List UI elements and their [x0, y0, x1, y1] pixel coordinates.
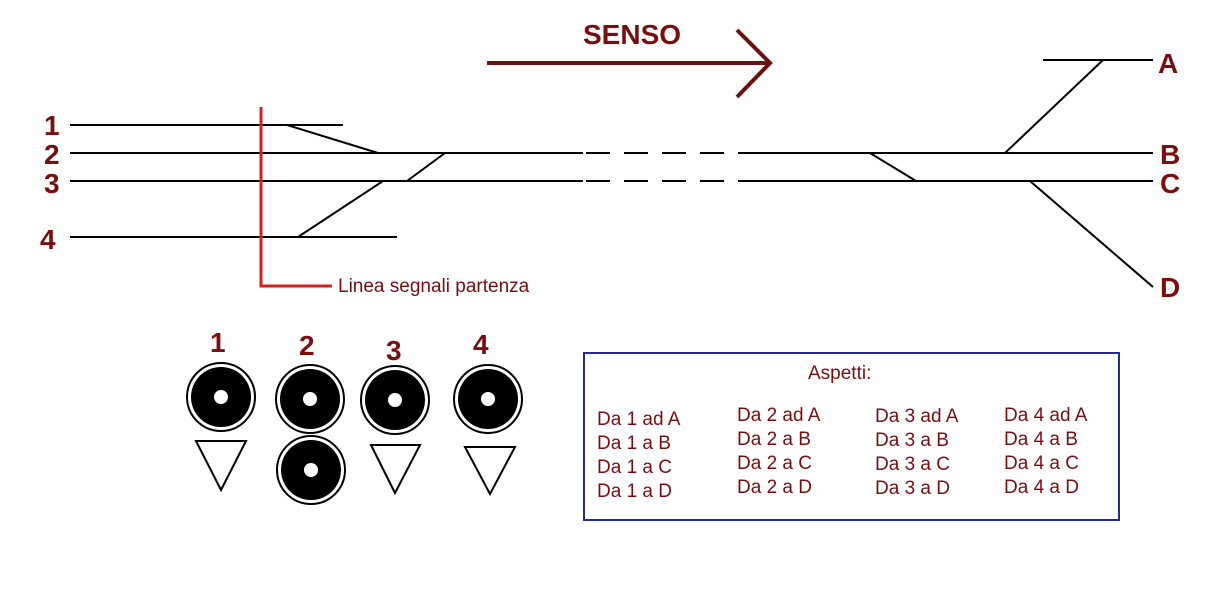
direction-indicator: SENSO — [487, 19, 773, 99]
aspect-item: Da 1 ad A — [597, 409, 681, 430]
track-label-1: 1 — [44, 110, 60, 141]
tracks — [70, 59, 1154, 288]
track-label-d: D — [1160, 272, 1180, 303]
track-label-2: 2 — [44, 139, 60, 170]
aspect-item: Da 2 a B — [737, 429, 811, 450]
track-label-a: A — [1158, 48, 1178, 79]
aspect-item: Da 2 a D — [737, 477, 812, 498]
signal-3-triangle-icon — [369, 444, 422, 496]
direction-arrow-head — [735, 28, 773, 99]
signal-heads — [186, 362, 523, 505]
aspect-item: Da 4 a D — [1004, 477, 1079, 498]
track-label-c: C — [1160, 168, 1180, 199]
signal-line-label: Linea segnali partenza — [338, 276, 530, 297]
track-label-3: 3 — [44, 168, 60, 199]
switch-2-3 — [406, 152, 446, 182]
signal-1-light-center — [214, 390, 228, 404]
aspect-item: Da 3 a D — [875, 478, 950, 499]
departure-signal-line: Linea segnali partenza — [259, 107, 530, 297]
aspect-item: Da 3 a B — [875, 430, 949, 451]
signal-4 — [453, 364, 523, 497]
aspects-legend-box — [583, 352, 1120, 521]
signal-label-4: 4 — [473, 329, 489, 360]
signal-label-3: 3 — [386, 335, 402, 366]
aspect-item: Da 4 ad A — [1004, 405, 1088, 426]
aspects-column-2: Da 2 ad A Da 2 a B Da 2 a C Da 2 a D — [737, 405, 821, 498]
aspect-item: Da 1 a B — [597, 433, 671, 454]
track-label-4: 4 — [40, 224, 56, 255]
signal-2-light-top-center — [303, 392, 317, 406]
aspect-item: Da 4 a B — [1004, 429, 1078, 450]
track-d — [1029, 180, 1154, 288]
signal-label-2: 2 — [299, 330, 315, 361]
switch-a-b — [1004, 59, 1104, 154]
aspects-column-1: Da 1 ad A Da 1 a B Da 1 a C Da 1 a D — [597, 409, 681, 502]
aspect-item: Da 4 a C — [1004, 453, 1079, 474]
signal-4-light-center — [481, 392, 495, 406]
signal-1-triangle-icon — [194, 440, 248, 493]
signal-line-marker — [259, 107, 332, 288]
aspects-column-4: Da 4 ad A Da 4 a B Da 4 a C Da 4 a D — [1004, 405, 1088, 498]
signal-4-triangle-icon — [463, 446, 517, 497]
signal-label-1: 1 — [210, 327, 226, 358]
aspects-column-3: Da 3 ad A Da 3 a B Da 3 a C Da 3 a D — [875, 406, 959, 499]
right-track-labels: A B C D — [1158, 48, 1180, 303]
signal-2 — [275, 364, 346, 505]
switch-3-4 — [297, 180, 384, 238]
direction-label: SENSO — [583, 19, 681, 50]
signal-2-light-bottom-center — [304, 463, 318, 477]
aspect-item: Da 3 a C — [875, 454, 950, 475]
aspects-title: Aspetti: — [808, 363, 871, 384]
track-label-b: B — [1160, 139, 1180, 170]
aspect-item: Da 1 a D — [597, 481, 672, 502]
switch-1-2 — [286, 124, 379, 154]
signal-labels: 1 2 3 4 — [210, 327, 489, 366]
aspect-item: Da 1 a C — [597, 457, 672, 478]
aspect-item: Da 2 a C — [737, 453, 812, 474]
aspects-legend: Aspetti: Da 1 ad A Da 1 a B Da 1 a C Da … — [583, 352, 1120, 521]
aspect-item: Da 2 ad A — [737, 405, 821, 426]
signal-3 — [360, 365, 430, 496]
signal-3-light-center — [388, 393, 402, 407]
switch-b-c — [869, 152, 917, 182]
left-track-labels: 1 2 3 4 — [40, 110, 60, 255]
aspect-item: Da 3 ad A — [875, 406, 959, 427]
signal-1 — [186, 362, 256, 493]
